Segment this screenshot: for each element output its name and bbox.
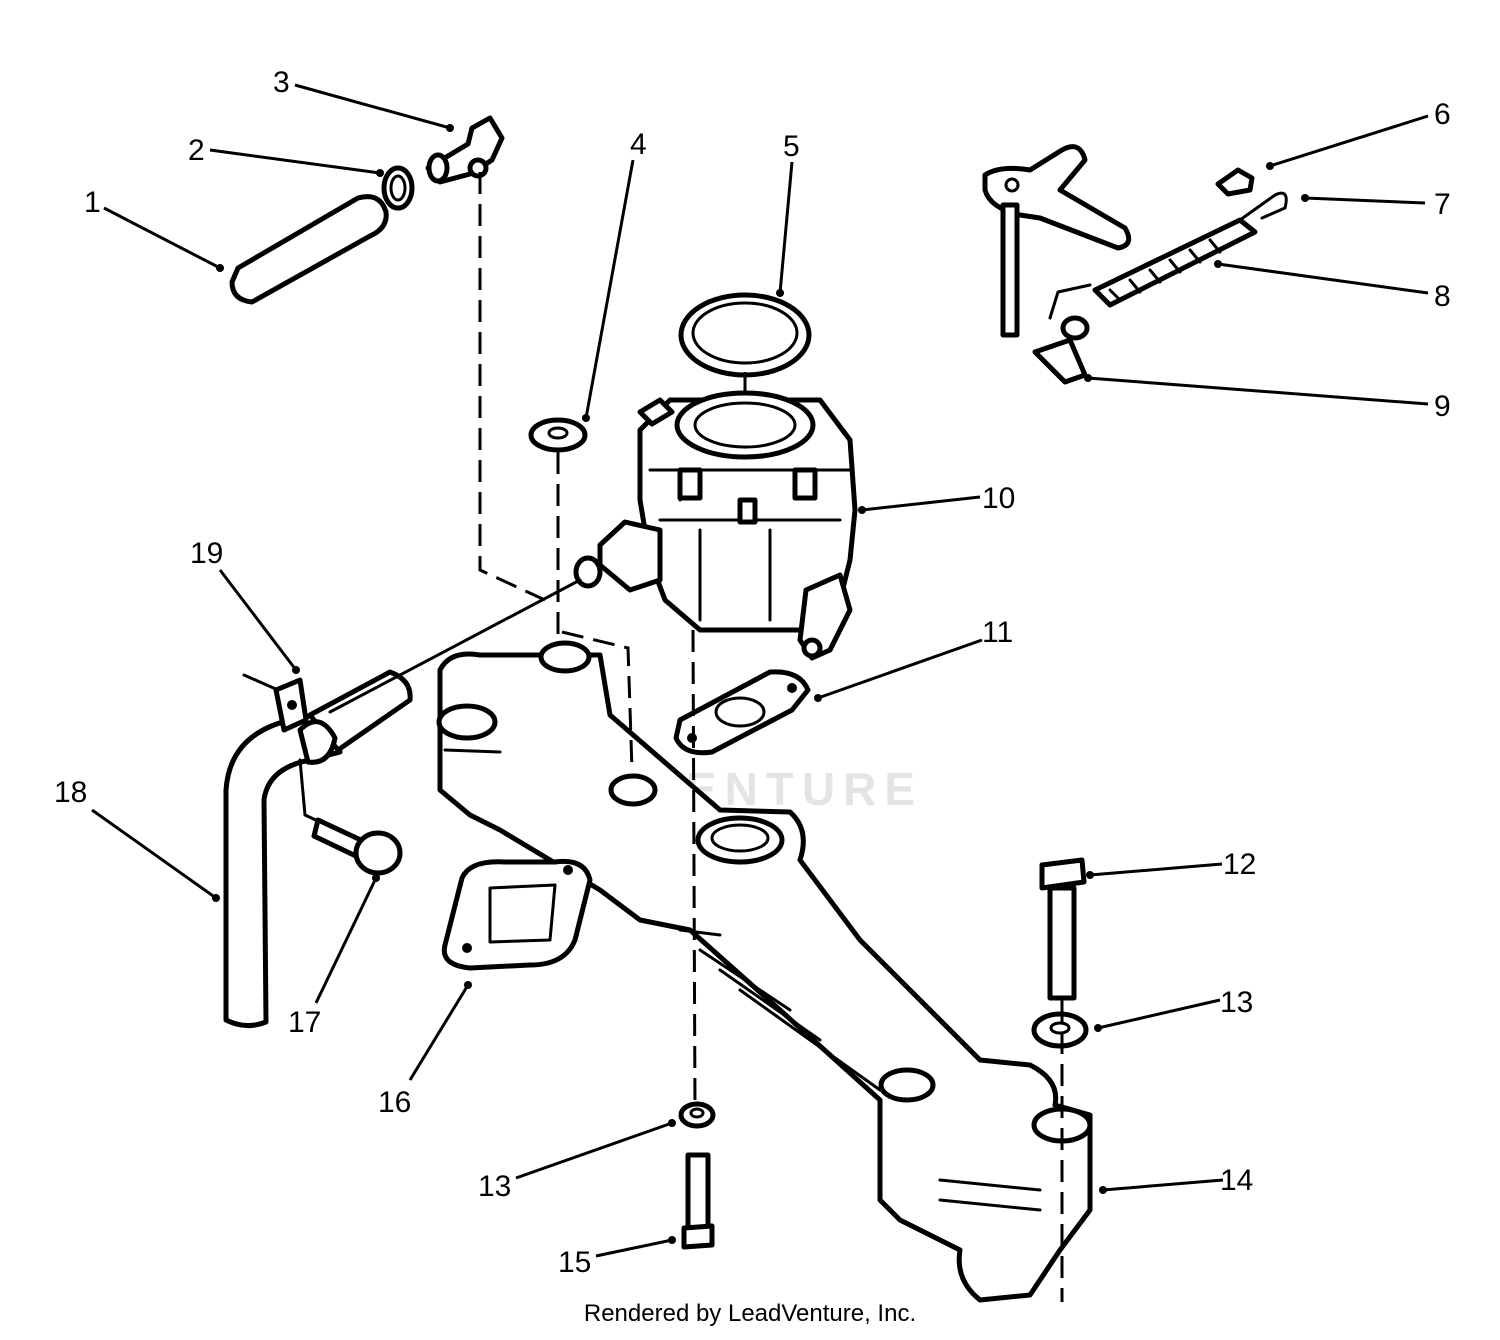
bolt-small-part — [311, 817, 403, 876]
callout-3: 3 — [273, 66, 290, 99]
callout-13-right: 13 — [1220, 986, 1253, 1019]
washer-part — [528, 417, 588, 453]
callout-15: 15 — [558, 1246, 591, 1279]
o-ring-part — [678, 292, 812, 378]
callout-6: 6 — [1434, 98, 1451, 131]
manifold-gasket-part — [441, 858, 593, 971]
callout-17: 17 — [288, 1006, 321, 1039]
assembly-lines — [242, 172, 1064, 1302]
screw-part — [681, 1152, 715, 1250]
callout-18: 18 — [54, 776, 87, 809]
callout-11: 11 — [982, 616, 1013, 649]
bolt-part — [1039, 857, 1087, 1001]
callout-10: 10 — [982, 482, 1015, 515]
callout-labels: 1 2 3 4 5 6 7 8 9 10 11 12 13 14 13 15 1… — [54, 66, 1451, 1279]
leader-lines — [91, 83, 1429, 1258]
callout-2: 2 — [188, 134, 205, 167]
throttle-linkage-part — [982, 144, 1288, 338]
washer-right-part — [1031, 1011, 1089, 1049]
callout-19: 19 — [190, 537, 223, 570]
callout-12: 12 — [1223, 848, 1256, 881]
footer-credit: Rendered by LeadVenture, Inc. — [583, 1300, 917, 1327]
callout-1: 1 — [84, 186, 101, 219]
washer-bottom-part — [678, 1101, 716, 1129]
callout-16: 16 — [378, 1086, 411, 1119]
clip-part — [1032, 315, 1090, 385]
callout-9: 9 — [1434, 390, 1451, 423]
callout-7: 7 — [1434, 188, 1451, 221]
fuel-hose-part — [229, 194, 389, 305]
callout-5: 5 — [783, 130, 800, 163]
elbow-fitting-part — [425, 115, 505, 185]
callout-13-bottom: 13 — [478, 1170, 511, 1203]
callout-8: 8 — [1434, 280, 1451, 313]
carburetor-part — [573, 390, 858, 661]
clamp-bracket-part — [273, 677, 338, 765]
nut-part — [1215, 167, 1255, 197]
callout-4: 4 — [630, 128, 647, 161]
carburetor-gasket-part — [673, 669, 811, 756]
callout-14: 14 — [1220, 1164, 1253, 1197]
intake-manifold-part — [436, 640, 1093, 1303]
hose-clamp-part — [381, 165, 415, 211]
